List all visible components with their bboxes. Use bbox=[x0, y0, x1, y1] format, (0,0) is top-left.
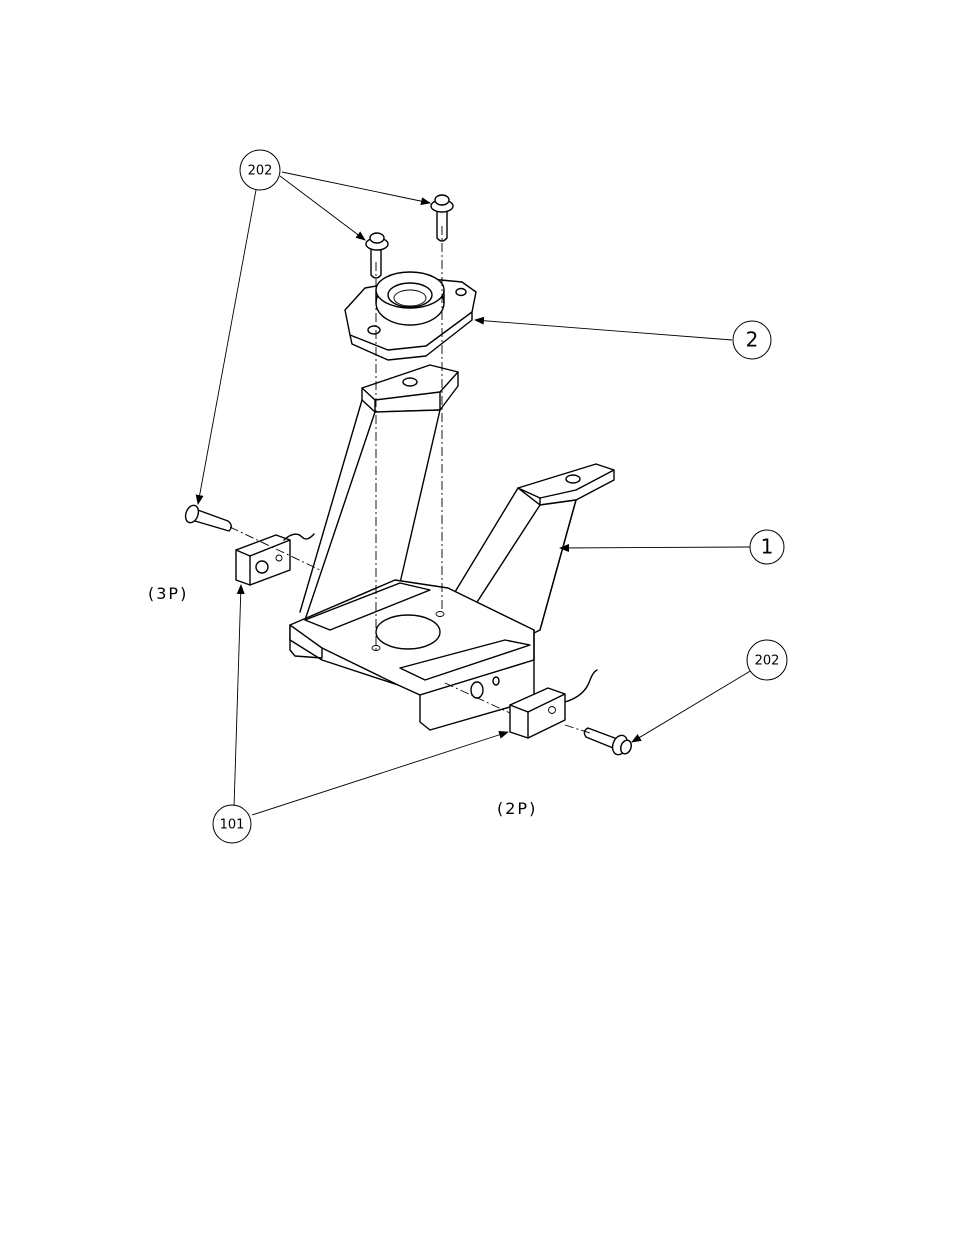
bracket-part bbox=[290, 365, 614, 730]
screw-top-left bbox=[366, 233, 388, 278]
flange-part bbox=[345, 272, 476, 360]
label-2p: (2P) bbox=[497, 799, 537, 818]
callout-202-top: 202 bbox=[240, 150, 280, 190]
callout-101: 101 bbox=[213, 805, 251, 843]
callout-1-text: 1 bbox=[761, 535, 774, 559]
callout-2: 2 bbox=[733, 321, 771, 359]
sensor-left bbox=[236, 534, 314, 585]
leader-lines bbox=[198, 172, 752, 815]
callout-202-right-text: 202 bbox=[755, 654, 780, 669]
callout-202-right: 202 bbox=[747, 640, 787, 680]
callout-2-text: 2 bbox=[746, 328, 759, 352]
callout-101-text: 101 bbox=[220, 818, 245, 833]
label-3p: (3P) bbox=[148, 584, 188, 603]
callout-202-top-text: 202 bbox=[248, 164, 273, 179]
screw-left bbox=[183, 503, 231, 531]
callout-1: 1 bbox=[750, 530, 784, 564]
screw-right bbox=[584, 728, 633, 757]
